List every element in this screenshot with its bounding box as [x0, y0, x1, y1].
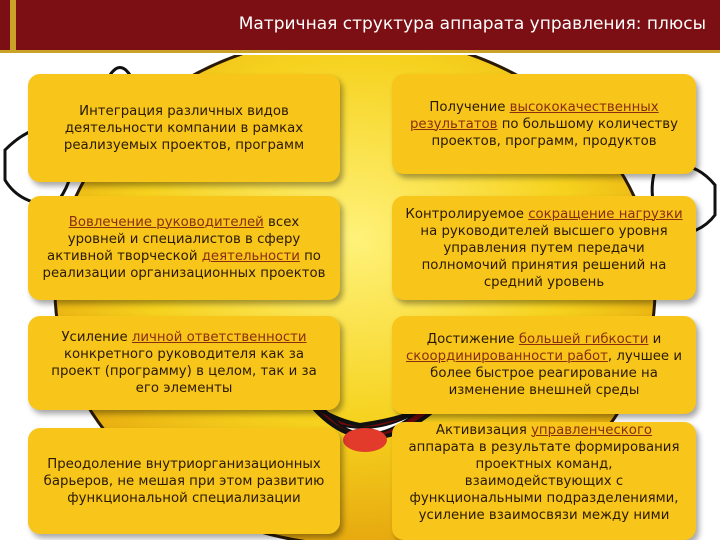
plus-card: Активизация управленческого аппарата в р… — [392, 422, 696, 540]
plus-card-text: Вовлечение руководителей всех уровней и … — [38, 214, 330, 282]
card-text: по большому количеству проектов, програм… — [431, 116, 678, 149]
plus-card: Усиление личной ответственности конкретн… — [28, 316, 340, 410]
plus-card-text: Контролируемое сокращение нагрузки на ру… — [402, 206, 686, 291]
card-text: Достижение — [426, 332, 519, 347]
card-text: и — [648, 332, 662, 347]
header-underline — [0, 50, 720, 53]
plus-card-text: Усиление личной ответственности конкретн… — [38, 329, 330, 397]
header-bar: Матричная структура аппарата управления:… — [0, 0, 720, 50]
card-text: Усиление — [61, 330, 132, 345]
highlighted-text: деятельности — [201, 249, 300, 264]
card-text: Преодоление внутриорганизационных барьер… — [43, 456, 325, 506]
plus-card-text: Преодоление внутриорганизационных барьер… — [38, 456, 330, 507]
highlighted-text: личной ответственности — [131, 330, 307, 345]
highlighted-text: большей гибкости — [518, 332, 649, 347]
card-text: Интеграция различных видов деятельности … — [63, 103, 305, 153]
highlighted-text: скоординированности работ — [406, 349, 608, 364]
card-text: по реализации организационных проектов — [42, 249, 326, 281]
card-text: Активизация — [435, 423, 532, 438]
highlighted-text: высококачественных результатов — [409, 99, 659, 132]
card-text: аппарата в результате формирования проек… — [408, 440, 680, 523]
plus-card: Вовлечение руководителей всех уровней и … — [28, 196, 340, 300]
highlighted-text: сокращение нагрузки — [528, 206, 683, 222]
highlighted-text: управленческого — [531, 423, 653, 438]
card-text: Контролируемое — [405, 206, 529, 222]
plus-card-text: Интеграция различных видов деятельности … — [38, 103, 330, 154]
plus-card: Достижение большей гибкости и скоординир… — [392, 316, 696, 414]
card-text: конкретного руководителя как за проект (… — [51, 347, 317, 396]
card-text: на руководителей высшего уровня управлен… — [420, 223, 668, 290]
plus-card-text: Достижение большей гибкости и скоординир… — [402, 331, 686, 399]
plus-card: Преодоление внутриорганизационных барьер… — [28, 428, 340, 534]
plus-card: Получение высококачественных результатов… — [392, 74, 696, 174]
page-title: Матричная структура аппарата управления:… — [238, 14, 706, 34]
plus-card: Интеграция различных видов деятельности … — [28, 74, 340, 182]
plus-card-text: Активизация управленческого аппарата в р… — [402, 422, 686, 524]
highlighted-text: Вовлечение — [68, 215, 157, 230]
plus-card-text: Получение высококачественных результатов… — [402, 99, 686, 150]
card-text: всех уровней и специалистов в сферу акти… — [47, 215, 301, 264]
header-accent — [10, 0, 16, 50]
card-text: Получение — [429, 99, 510, 115]
card-text: , лучшее и более быстрое реагирование на… — [430, 349, 682, 398]
plus-card: Контролируемое сокращение нагрузки на ру… — [392, 196, 696, 300]
highlighted-text: руководителей — [156, 215, 264, 230]
